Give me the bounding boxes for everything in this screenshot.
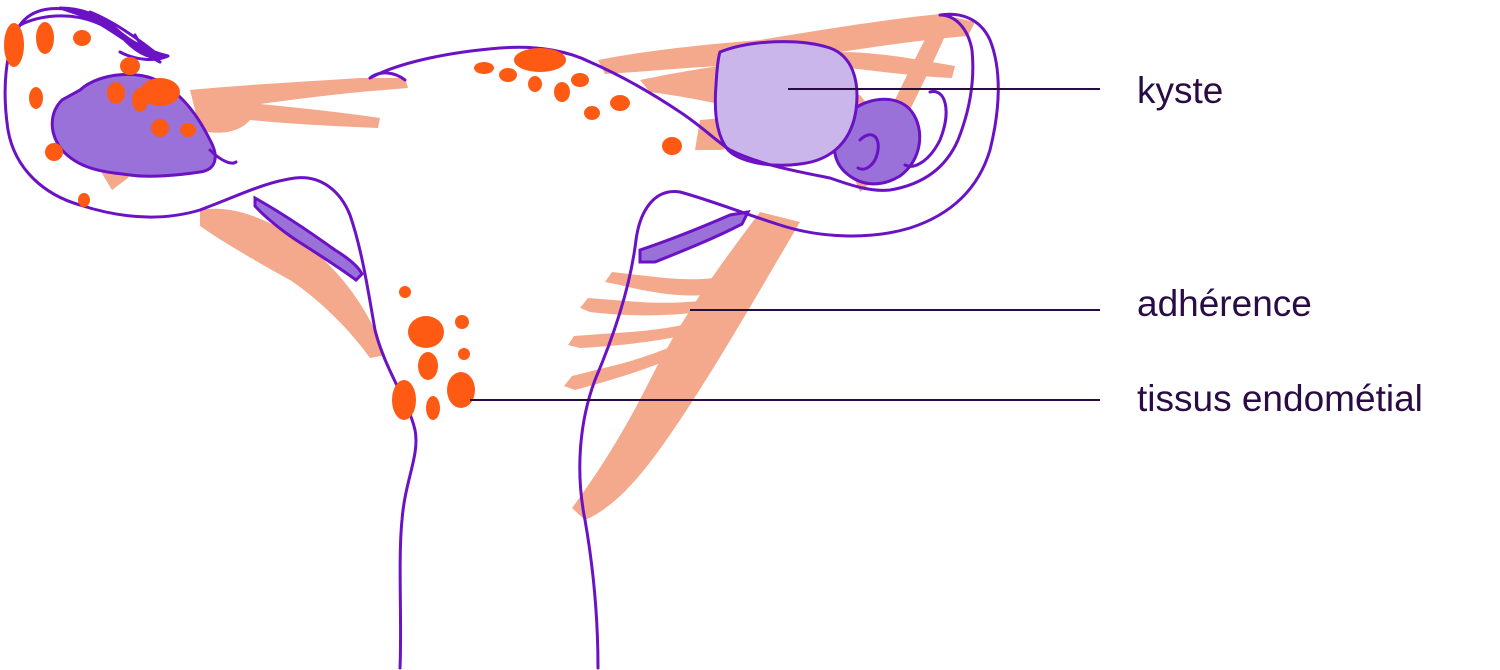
ligaments <box>253 195 751 282</box>
spot <box>474 62 494 74</box>
spot <box>29 87 43 109</box>
spot <box>151 119 169 137</box>
adhesion-left-lower <box>200 208 385 358</box>
spot <box>78 193 90 207</box>
tube-right-inner <box>856 133 880 171</box>
spot <box>418 352 438 380</box>
spot <box>107 82 125 104</box>
adhesion-right-fingers <box>564 272 730 390</box>
ligament-right <box>638 210 751 264</box>
spot <box>132 88 148 112</box>
spot <box>120 57 140 75</box>
endometrial-spots <box>4 22 682 420</box>
spot <box>584 106 600 120</box>
spot <box>426 396 440 420</box>
label-cyst: kyste <box>1137 70 1224 111</box>
ligament-left <box>253 195 364 282</box>
spot <box>180 123 196 137</box>
spot <box>399 286 411 298</box>
leader-lines <box>470 88 1100 401</box>
spot <box>140 78 180 106</box>
spot <box>662 137 682 155</box>
spot <box>447 372 475 408</box>
spot <box>528 76 542 92</box>
spot <box>571 73 589 87</box>
spot <box>73 30 91 46</box>
spot <box>455 315 469 329</box>
spot <box>392 380 416 420</box>
spot <box>458 348 470 360</box>
spot <box>610 95 630 111</box>
spot <box>554 82 570 102</box>
cyst <box>713 40 859 167</box>
tube-left-loop <box>208 148 238 165</box>
fimbria-top-left <box>133 33 162 64</box>
label-adhesion: adhérence <box>1137 283 1312 324</box>
spot <box>36 22 54 54</box>
spot <box>408 316 444 348</box>
label-endometrial-tissue: tissus endométial <box>1137 378 1423 419</box>
spot <box>45 143 63 161</box>
spot <box>4 23 24 67</box>
tube-right-loop <box>903 90 948 168</box>
adhesion-left-tube <box>190 78 408 133</box>
adhesion-right-main <box>572 212 800 520</box>
spot <box>514 48 566 72</box>
spot <box>499 68 517 82</box>
